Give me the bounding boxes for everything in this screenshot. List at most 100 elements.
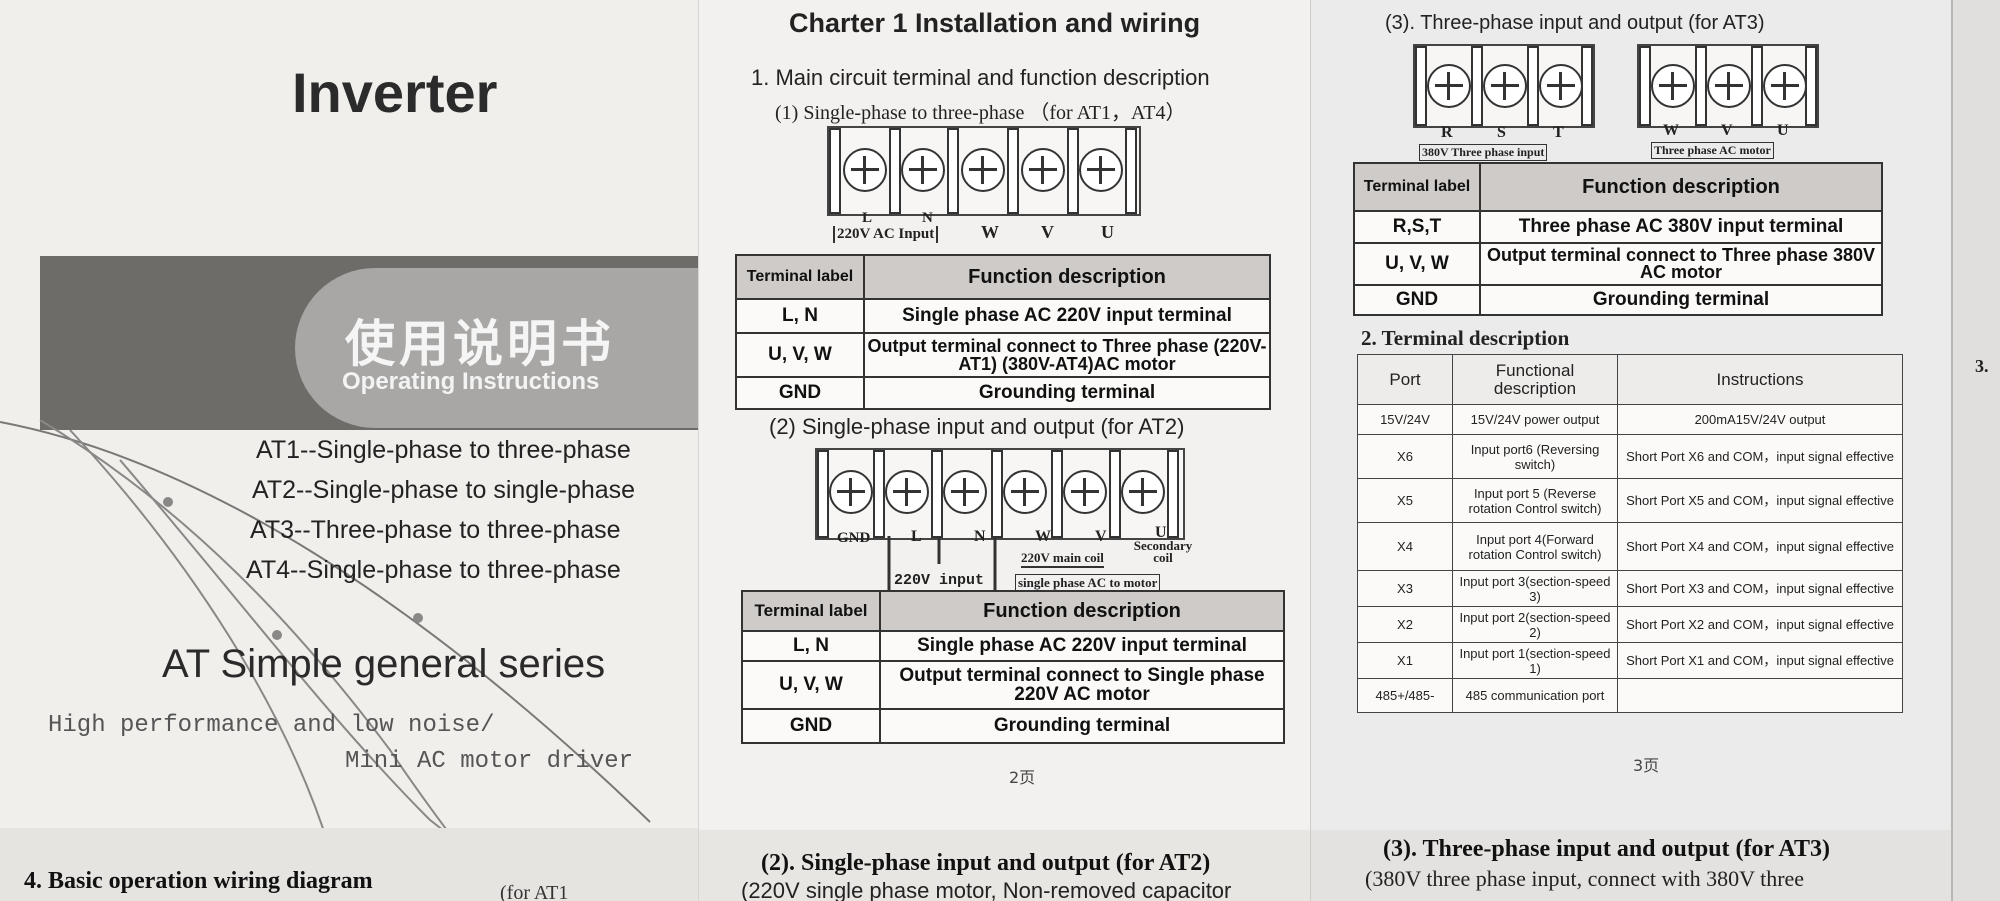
cover-tagline-2: Mini AC motor driver (345, 748, 634, 775)
table-cell: L, N (741, 630, 881, 662)
cover-title: Inverter (292, 61, 498, 124)
terminal-label-gnd: GND (837, 530, 871, 546)
section-1-heading: 1. Main circuit terminal and function de… (751, 65, 1210, 90)
terminal-label-n: N (974, 528, 986, 545)
table-cell: L, N (735, 298, 865, 334)
bottom-line: (220V single phase motor, Non-removed ca… (741, 878, 1232, 901)
terminal-label-t: T (1553, 124, 1564, 141)
table-cell: X4 (1357, 522, 1453, 571)
table-cell: Input port 2(section-speed 2) (1452, 606, 1618, 643)
model-at2: AT2--Single-phase to single-phase (252, 476, 636, 504)
terminal-label-u: U (1155, 524, 1167, 541)
bottom-strip (699, 830, 1311, 901)
cover-chinese-title: 使用说明书 (345, 315, 615, 373)
table-row: X1 Input port 1(section-speed 1) Short P… (1357, 642, 1903, 679)
terminal-label-v: V (1721, 122, 1733, 139)
table-cell: X2 (1357, 606, 1453, 643)
table-cell: Input port 1(section-speed 1) (1452, 642, 1618, 679)
terminal-block-diagram-1 (827, 126, 1141, 216)
table-cell: Output terminal connect to Single phase … (879, 660, 1285, 710)
cover-page: Inverter 使用说明书 Operating Instructions AT… (0, 0, 698, 901)
cover-tagline-1: High performance and low noise/ (48, 712, 495, 739)
page-2: Charter 1 Installation and wiring 1. Mai… (698, 0, 1311, 901)
terminal-label-w: W (981, 222, 999, 242)
column-header: Function description (863, 254, 1271, 300)
terminal-port-table: Port Functional description Instructions… (1357, 354, 1903, 713)
terminal-label-220v-input: 220V input (894, 572, 985, 589)
terminal-label-w: W (1663, 122, 1679, 139)
table-cell: 15V/24V power output (1452, 404, 1618, 435)
table-cell: Single phase AC 220V input terminal (863, 298, 1271, 334)
table-row: X3 Input port 3(section-speed 3) Short P… (1357, 570, 1903, 607)
screw-icon (1021, 148, 1065, 192)
terminal-label-input: 220V AC Input (833, 226, 939, 243)
screw-icon (1483, 64, 1527, 108)
terminal-label-l: L (862, 210, 873, 226)
terminal-block-diagram-2 (815, 448, 1185, 540)
table-cell: X6 (1357, 434, 1453, 479)
table-cell (1617, 678, 1903, 713)
model-at1: AT1--Single-phase to three-phase (256, 436, 631, 464)
next-page-edge-mark: 3. (1975, 356, 1989, 376)
column-header: Terminal label (735, 254, 865, 300)
terminal-function-table-3: Terminal label Function description R,S,… (1353, 162, 1883, 316)
column-header: Instructions (1617, 354, 1903, 405)
table-cell: Input port6 (Reversing switch) (1452, 434, 1618, 479)
table-cell: GND (1353, 284, 1481, 316)
cover-subtitle: Operating Instructions (342, 368, 600, 395)
page-number: 2页 (1009, 768, 1036, 787)
table-cell: 200mA15V/24V output (1617, 404, 1903, 435)
cover-bottom-cut: (for AT1 (500, 882, 569, 901)
table-row: 15V/24V 15V/24V power output 200mA15V/24… (1357, 404, 1903, 435)
bottom-heading: (3). Three-phase input and output (for A… (1383, 836, 1830, 862)
table-row: 485+/485- 485 communication port (1357, 678, 1903, 713)
screw-icon (961, 148, 1005, 192)
table-cell: 485 communication port (1452, 678, 1618, 713)
table-cell: Short Port X6 and COM，input signal effec… (1617, 434, 1903, 479)
screw-icon (1707, 64, 1751, 108)
table-cell: Short Port X1 and COM，input signal effec… (1617, 642, 1903, 679)
table-cell: U, V, W (735, 332, 865, 378)
wire-lines (887, 536, 997, 592)
screw-icon (1063, 470, 1107, 514)
section-2-heading: 2. Terminal description (1361, 326, 1570, 350)
screw-icon (829, 470, 873, 514)
table-cell: U, V, W (1353, 242, 1481, 286)
table-cell: Short Port X3 and COM，input signal effec… (1617, 570, 1903, 607)
bottom-line: (380V three phase input, connect with 38… (1365, 866, 1805, 891)
bottom-strip (1311, 830, 1951, 901)
screw-icon (1079, 148, 1123, 192)
table-cell: Output terminal connect to Three phase 3… (1479, 242, 1883, 286)
subsection-3-heading: (3). Three-phase input and output (for A… (1385, 12, 1765, 34)
chapter-title: Charter 1 Installation and wiring (789, 8, 1201, 38)
terminal-function-table-1: Terminal label Function description L, N… (735, 254, 1271, 410)
terminal-function-table-2: Terminal label Function description L, N… (741, 590, 1285, 744)
table-cell: U, V, W (741, 660, 881, 710)
table-cell: Three phase AC 380V input terminal (1479, 210, 1883, 244)
table-cell: Output terminal connect to Three phase (… (863, 332, 1271, 378)
next-page-edge (1951, 0, 2000, 901)
table-cell: Input port 4(Forward rotation Control sw… (1452, 522, 1618, 571)
table-cell: X1 (1357, 642, 1453, 679)
terminal-label-w: W (1035, 528, 1051, 545)
screw-icon (1651, 64, 1695, 108)
cover-band-curve (295, 268, 698, 428)
bottom-heading: (2). Single-phase input and output (for … (761, 850, 1211, 876)
terminal-block-diagram-3-input (1413, 44, 1595, 128)
table-cell: 15V/24V (1357, 404, 1453, 435)
table-cell: X3 (1357, 570, 1453, 607)
table-cell: GND (735, 376, 865, 410)
table-row: X2 Input port 2(section-speed 2) Short P… (1357, 606, 1903, 643)
terminal-label-main-coil: 220V main coil (1021, 550, 1104, 568)
terminal-label-l: L (911, 528, 922, 545)
table-cell: GND (741, 708, 881, 744)
column-header: Functional description (1452, 354, 1618, 405)
screw-icon (885, 470, 929, 514)
table-cell: Grounding terminal (879, 708, 1285, 744)
terminal-label-u: U (1777, 122, 1789, 139)
table-cell: Single phase AC 220V input terminal (879, 630, 1285, 662)
screw-icon (1427, 64, 1471, 108)
table-cell: Input port 5 (Reverse rotation Control s… (1452, 478, 1618, 523)
terminal-label-ac-motor: Three phase AC motor (1651, 142, 1774, 159)
table-row: X4 Input port 4(Forward rotation Control… (1357, 522, 1903, 571)
